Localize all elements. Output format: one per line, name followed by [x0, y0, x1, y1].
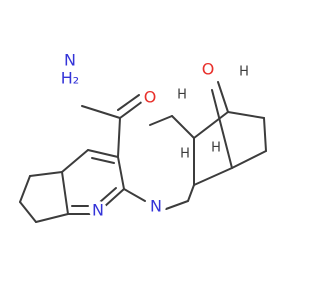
atom-background [146, 196, 166, 216]
bond [211, 89, 233, 169]
bond [123, 188, 146, 202]
molecule-structure: N H₂ O N N O H H H H [19, 51, 267, 223]
stereo-hydrogen-top-left: H [177, 88, 187, 103]
atom-background [60, 54, 84, 78]
stereo-hydrogen-bottom-right: H [211, 141, 221, 156]
bond [29, 171, 63, 177]
bond [117, 117, 121, 158]
atom-background [140, 87, 160, 107]
atom-label-backgrounds [60, 54, 218, 219]
bond [171, 115, 195, 139]
bridge-oxygen-label: O [202, 60, 215, 79]
bond [19, 201, 37, 223]
bond-lines [19, 81, 267, 223]
bond [35, 213, 69, 223]
bond [117, 156, 125, 190]
amide-h2-label: H₂ [61, 69, 79, 88]
bond [117, 94, 140, 111]
bond [119, 100, 144, 119]
bond [19, 175, 31, 203]
bond [103, 188, 125, 208]
bond [231, 150, 267, 169]
bond [61, 171, 69, 215]
carbonyl-oxygen-label: O [144, 88, 157, 107]
stereo-hydrogen-top-right: H [239, 65, 249, 80]
bond [87, 149, 119, 158]
stereo-hydrogen-bottom-left: H [180, 147, 190, 162]
amide-nitrogen-label: N [64, 51, 76, 70]
bond [149, 115, 173, 126]
bond [61, 149, 89, 173]
bond [193, 111, 229, 139]
bond [187, 184, 195, 202]
bond [165, 200, 189, 210]
bond [217, 81, 229, 113]
pyridine-nitrogen-label: N [92, 201, 104, 220]
bond [99, 187, 117, 203]
atom-background [89, 201, 107, 219]
bond [91, 157, 115, 164]
bond [193, 167, 233, 186]
atom-background [198, 59, 218, 79]
pyrrolidine-nitrogen-label: N [150, 197, 162, 216]
bond [81, 105, 121, 119]
bond [227, 111, 265, 119]
bond [263, 117, 267, 152]
